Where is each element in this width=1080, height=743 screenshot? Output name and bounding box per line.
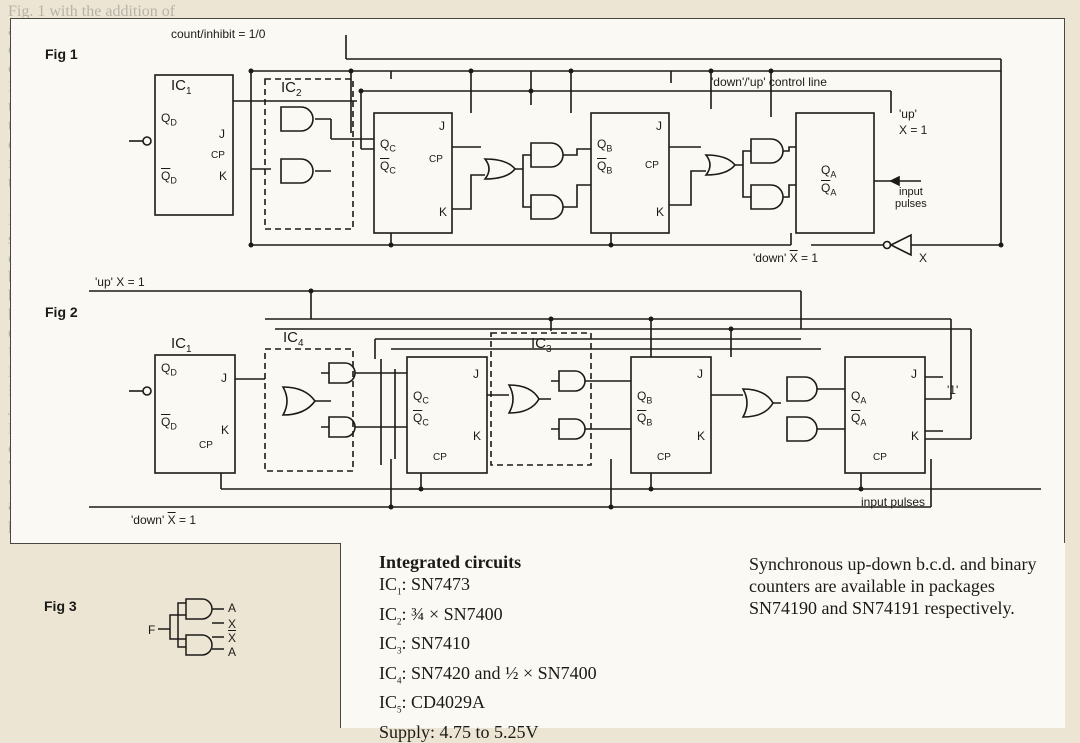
fig2-ffb-cp: CP [657,452,671,463]
fig2-up-label: 'up' X = 1 [95,275,145,289]
circuit-diagram-panel: Fig 1 count/inhibit = 1/0 IC1 IC2 QD QD … [10,18,1065,544]
fig1-ffb-cp: CP [645,160,659,171]
fig1-pulses-label: pulses [895,198,927,210]
fig3-f: F [148,623,156,637]
ic-row-5: IC5: CD4029A [379,692,486,715]
ic-row-1: IC1: SN7473 [379,574,471,597]
fig1-ic1-cp: CP [211,150,225,161]
fig3-panel: Fig 3 F A X X A [0,543,340,728]
ic-list-heading: Integrated circuits [379,552,522,572]
fig3-label: Fig 3 [44,598,77,614]
fig1-ic1-qd: QD [161,111,177,128]
ic-row-2: IC2: ¾ × SN7400 [379,603,503,627]
fig1-ffc-cp: CP [429,154,443,165]
fig1-ffc-j: J [439,119,445,133]
fig3-x-bar: X [228,631,237,645]
fig1-ffc-k: K [439,205,448,219]
fig1-ic1-j: J [219,127,225,141]
fig2-ffc-q-bar: QC [413,411,429,428]
fig1-ic1-qd-bar: QD [161,169,177,186]
background-text-line: Fig. 1 with the addition of [8,3,176,20]
fig2-ffa-cp: CP [873,452,887,463]
fig2-ffa-k: K [911,429,920,443]
fig2-down-label: 'down' X = 1 [131,513,196,527]
fig1-ic2-label: IC2 [281,79,302,99]
fig2-ffb-j: J [697,367,703,381]
fig2-ic1-qd-bar: QD [161,415,177,432]
fig1-input-label: input [899,186,923,198]
fig2-label: Fig 2 [45,304,78,320]
fig2-ffa-q: QA [851,389,867,406]
fig1-ffb-q: QB [597,137,613,154]
ic-list: Integrated circuits IC1: SN7473 IC2: ¾ ×… [379,551,597,743]
fig1-up-label: 'up' [899,107,917,121]
fig2-ffb-q: QB [637,389,653,406]
fig3-a2: A [228,645,237,659]
fig2-ic1-k: K [221,423,230,437]
ic-row-4: IC4: SN7420 and ½ × SN7400 [379,662,597,686]
fig2-ic1-label: IC1 [171,335,192,355]
fig2-ic3-label: IC3 [531,335,552,355]
fig2-ffc-k: K [473,429,482,443]
fig2-ic1-qd: QD [161,361,177,378]
fig1-ffa-q-bar: QA [821,181,837,198]
fig2-ffc-j: J [473,367,479,381]
fig1-ic1-k: K [219,169,228,183]
fig2-ffa-q-bar: QA [851,411,867,428]
fig1-label: Fig 1 [45,46,78,62]
ic-list-panel: Integrated circuits IC1: SN7473 IC2: ¾ ×… [340,543,1065,742]
count-inhibit-label: count/inhibit = 1/0 [171,27,266,41]
fig2-ic1-cp: CP [199,440,213,451]
fig2-ffc-q: QC [413,389,429,406]
fig3-a: A [228,601,237,615]
fig1-ffb-q-bar: QB [597,159,613,176]
fig1-ffb-k: K [656,205,665,219]
fig2-ffc-cp: CP [433,452,447,463]
fig1-down-label: 'down' X = 1 [753,251,818,265]
fig2-ic4-label: IC4 [283,329,304,349]
circuit-wiring [89,35,1041,510]
fig2-input-pulses-label: input pulses [861,495,926,509]
fig3-x: X [228,617,237,631]
fig2-ffb-k: K [697,429,706,443]
fig2-ic1-j: J [221,371,227,385]
fig2-ffa-j: J [911,367,917,381]
ic-row-3: IC3: SN7410 [379,633,471,656]
fig1-inverter-x: X [919,251,928,265]
fig2-ffb-q-bar: QB [637,411,653,428]
supply-label: Supply: 4.75 to 5.25V [379,721,539,742]
counter-note: Synchronous up-down b.c.d. and binary co… [749,554,1037,618]
fig1-ffa-q: QA [821,163,837,180]
fig1-ic1-label: IC1 [171,77,192,97]
fig1-ffc-q: QC [380,137,396,154]
control-line-label: 'down'/'up' control line [711,75,827,89]
fig2-one-label: '1' [947,383,959,397]
fig1-ffb-j: J [656,119,662,133]
fig3-diagram [158,598,224,656]
fig1-up-value: X = 1 [899,123,928,137]
fig1-ffc-q-bar: QC [380,159,396,176]
